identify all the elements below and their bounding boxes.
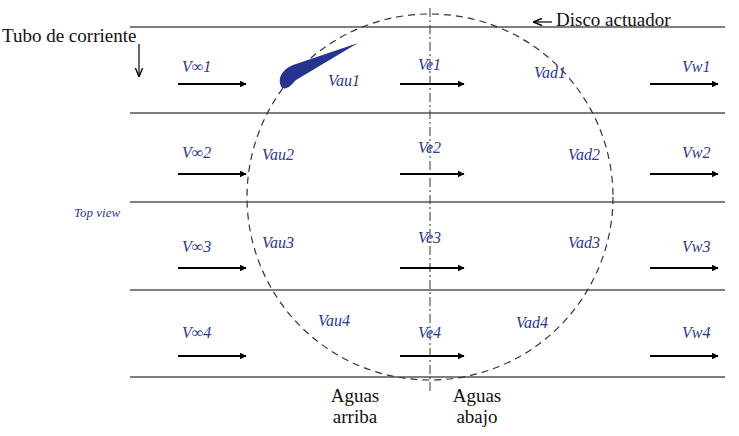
velocity-label: Vau2 [262, 146, 294, 164]
velocity-label: Vau1 [328, 72, 360, 90]
velocity-label: Ve2 [418, 139, 441, 157]
velocity-label: Vw4 [682, 324, 710, 342]
velocity-label: Ve1 [418, 56, 441, 74]
region-label: Aguas abajo [432, 386, 522, 428]
velocity-label: Vau4 [318, 312, 350, 330]
velocity-label: Vw2 [682, 144, 710, 162]
velocity-label: Vw3 [682, 238, 710, 256]
disk-pointer [534, 21, 552, 22]
disk-label: Disco actuador [556, 10, 670, 31]
velocity-label: Ve3 [418, 229, 441, 247]
velocity-label: V∞2 [182, 144, 211, 162]
velocity-label: Vad1 [534, 64, 566, 82]
velocity-label: Vau3 [262, 234, 294, 252]
velocity-label: Ve4 [418, 324, 441, 342]
velocity-label: Vad4 [516, 314, 548, 332]
velocity-label: V∞1 [182, 58, 211, 76]
view-note: Top view [74, 206, 120, 220]
streamtube-lines [130, 27, 725, 377]
tube-label: Tubo de corriente [2, 26, 136, 47]
velocity-arrows [178, 84, 718, 356]
velocity-label: Vw1 [682, 58, 710, 76]
velocity-label: V∞3 [182, 238, 211, 256]
tube-pointer [138, 44, 139, 76]
velocity-label: Vad2 [568, 146, 600, 164]
velocity-label: Vad3 [568, 234, 600, 252]
region-label: Aguas arriba [310, 386, 400, 428]
velocity-label: V∞4 [182, 324, 211, 342]
